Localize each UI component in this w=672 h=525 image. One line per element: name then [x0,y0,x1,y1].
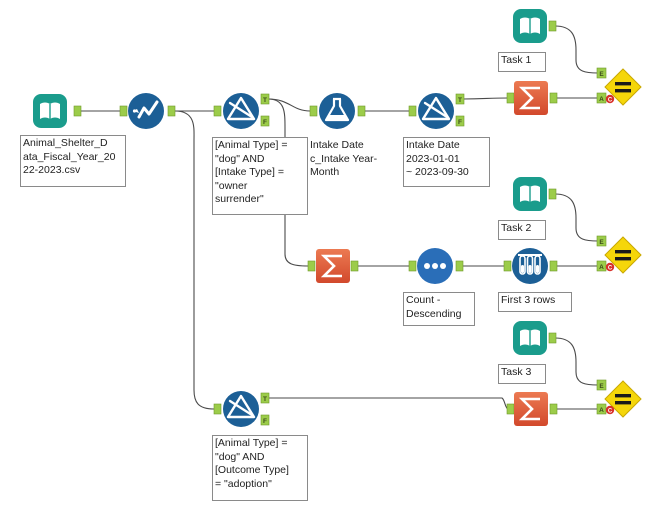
output-anchor[interactable] [548,332,557,344]
actual-anchor-label: A [599,407,604,414]
false-anchor-label: F [263,418,267,425]
test-tool-2[interactable]: E A C [596,235,642,274]
wire-filter-adoption-to-summarize-3 [268,397,509,410]
true-anchor[interactable] [260,93,270,105]
input-anchor[interactable] [506,92,515,104]
expected-anchor[interactable] [596,235,607,247]
task-2-input-tool[interactable] [513,177,557,211]
compare-badge-label: C [608,97,613,103]
expected-anchor-label: E [599,383,604,390]
sort-tool[interactable] [408,248,464,284]
task-3-annotation: Task 3 [498,364,546,384]
sample-annotation: First 3 rows [498,292,572,312]
formula-annotation: Intake Date c_Intake Year- Month [310,139,378,178]
true-anchor[interactable] [260,392,270,404]
false-anchor[interactable] [260,115,270,127]
true-anchor-label: T [263,97,267,104]
compare-badge-label: C [608,265,613,271]
sort-annotation: Count - Descending [403,292,475,326]
filter-date-annotation: Intake Date 2023-01-01 ~ 2023-09-30 [403,137,490,187]
false-anchor-label: F [458,119,462,126]
select-tool[interactable] [119,93,176,129]
wire-task-3-to-test-3 [554,337,599,386]
test-tool-1[interactable]: E A C [596,67,642,106]
true-anchor-label: T [263,396,267,403]
output-anchor[interactable] [549,92,558,104]
filter-tool-adoption[interactable]: T F [213,391,270,427]
compare-badge-label: C [608,408,613,414]
true-anchor[interactable] [455,93,465,105]
output-anchor[interactable] [455,260,464,272]
formula-tool[interactable] [309,93,366,129]
output-anchor[interactable] [548,20,557,32]
input-anchor[interactable] [119,105,128,117]
filter-adoption-annotation: [Animal Type] = "dog" AND [Outcome Type]… [212,435,308,501]
summarize-tool-1[interactable] [506,81,558,115]
task-2-annotation: Task 2 [498,220,546,240]
false-anchor[interactable] [260,414,270,426]
input-anchor[interactable] [213,403,222,415]
wire-task-1-to-test-1 [554,25,599,74]
filter-tool-surrender[interactable]: T F [213,93,270,129]
output-anchor[interactable] [167,105,176,117]
expected-anchor[interactable] [596,379,607,391]
actual-anchor-label: A [599,264,604,271]
expected-anchor-label: E [599,239,604,246]
output-anchor[interactable] [549,260,558,272]
false-anchor-label: F [263,119,267,126]
input-data-tool[interactable] [33,94,82,128]
input-anchor[interactable] [307,260,316,272]
wire-select-to-filter-adoption [174,110,215,410]
expected-anchor[interactable] [596,67,607,79]
wire-task-2-to-test-2 [554,193,599,242]
true-anchor-label: T [458,97,462,104]
sample-tool[interactable] [503,248,558,284]
false-anchor[interactable] [455,115,465,127]
task-1-input-tool[interactable] [513,9,557,43]
output-anchor[interactable] [357,105,366,117]
output-anchor[interactable] [549,403,558,415]
task-3-input-tool[interactable] [513,321,557,355]
filter-tool-date[interactable]: T F [408,93,465,129]
summarize-tool-count[interactable] [307,249,359,283]
input-anchor[interactable] [408,260,417,272]
input-anchor[interactable] [408,105,417,117]
expected-anchor-label: E [599,71,604,78]
task-1-annotation: Task 1 [498,52,546,72]
input-anchor[interactable] [309,105,318,117]
actual-anchor-label: A [599,96,604,103]
output-anchor[interactable] [350,260,359,272]
input-anchor[interactable] [506,403,515,415]
input-anchor[interactable] [503,260,512,272]
wire-filter-surrender-to-formula [267,98,311,112]
filter-surrender-annotation: [Animal Type] = "dog" AND [Intake Type] … [212,137,308,215]
output-anchor[interactable] [73,105,82,117]
summarize-tool-3[interactable] [506,392,558,426]
output-anchor[interactable] [548,188,557,200]
wire-filter-date-to-summarize-1 [462,97,509,100]
test-tool-3[interactable]: E A C [596,379,642,418]
input-anchor[interactable] [213,105,222,117]
input-data-annotation: Animal_Shelter_D ata_Fiscal_Year_20 22-2… [20,135,126,187]
